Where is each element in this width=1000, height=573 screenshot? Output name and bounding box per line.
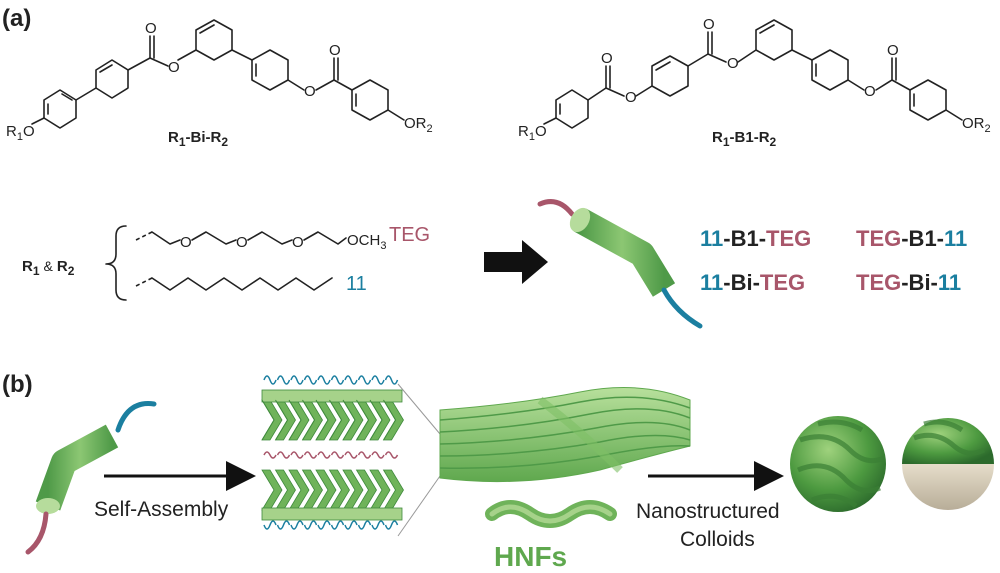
colloids-label-line2: Colloids bbox=[680, 528, 755, 551]
compound-list: 11-B1-TEG TEG-B1-11 11-Bi-TEG TEG-Bi-11 bbox=[700, 226, 967, 295]
atom-o: O bbox=[864, 83, 876, 100]
atom-o: O bbox=[236, 234, 248, 251]
helical-nanofiber-icon bbox=[485, 500, 617, 528]
alkyl-label: 11 bbox=[346, 273, 367, 295]
compound-11-bi-teg: 11-Bi-TEG bbox=[700, 270, 805, 295]
nanostructured-sphere bbox=[790, 416, 886, 512]
teg-label: TEG bbox=[389, 224, 430, 246]
zoom-line bbox=[397, 475, 441, 537]
self-assembly-label: Self-Assembly bbox=[94, 498, 229, 521]
bent-rod-molecule-icon bbox=[25, 401, 157, 555]
atom-o: O bbox=[887, 42, 899, 59]
atom-o: O bbox=[703, 16, 715, 33]
substituent-r1o: R1O bbox=[518, 123, 547, 143]
molecule-name-r1-b1-r2: R1-B1-R2 bbox=[712, 129, 777, 149]
compound-teg-b1-11: TEG-B1-11 bbox=[856, 226, 967, 251]
atom-o: O bbox=[727, 55, 739, 72]
atom-o: O bbox=[329, 42, 341, 59]
molecule-name-r1-bi-r2: R1-Bi-R2 bbox=[168, 129, 228, 149]
hnfs-label: HNFs bbox=[494, 541, 567, 572]
zoom-line bbox=[397, 383, 441, 435]
bent-rod-molecule-icon bbox=[537, 199, 703, 329]
methoxy-label: OCH3 bbox=[347, 232, 386, 252]
atom-o: O bbox=[304, 83, 316, 100]
janus-sphere bbox=[902, 418, 994, 510]
substituent-or2: OR2 bbox=[404, 115, 433, 135]
compound-11-b1-teg: 11-B1-TEG bbox=[700, 226, 811, 251]
block-arrow bbox=[484, 240, 548, 284]
atom-o: O bbox=[180, 234, 192, 251]
atom-o: O bbox=[145, 20, 157, 37]
substituent-or2: OR2 bbox=[962, 115, 991, 135]
teg-chain bbox=[135, 231, 347, 245]
helical-nanofiber-stack bbox=[439, 387, 691, 483]
brace bbox=[105, 225, 127, 301]
molecule-r1-b1-r2 bbox=[543, 19, 963, 129]
compound-teg-bi-11: TEG-Bi-11 bbox=[856, 270, 961, 295]
undecyl-chain bbox=[135, 277, 333, 291]
panel-b-label: (b) bbox=[2, 371, 33, 398]
substituent-r1o: R1O bbox=[6, 123, 35, 143]
panel-a-label: (a) bbox=[2, 5, 31, 32]
atom-o: O bbox=[625, 89, 637, 106]
molecule-r1-bi-r2 bbox=[31, 19, 405, 129]
atom-o: O bbox=[292, 234, 304, 251]
r1-r2-label: R1&R2 bbox=[22, 258, 75, 278]
atom-o: O bbox=[601, 50, 613, 67]
atom-o: O bbox=[168, 59, 180, 76]
colloids-label-line1: Nanostructured bbox=[636, 500, 780, 523]
lamellar-assembly bbox=[261, 375, 404, 530]
